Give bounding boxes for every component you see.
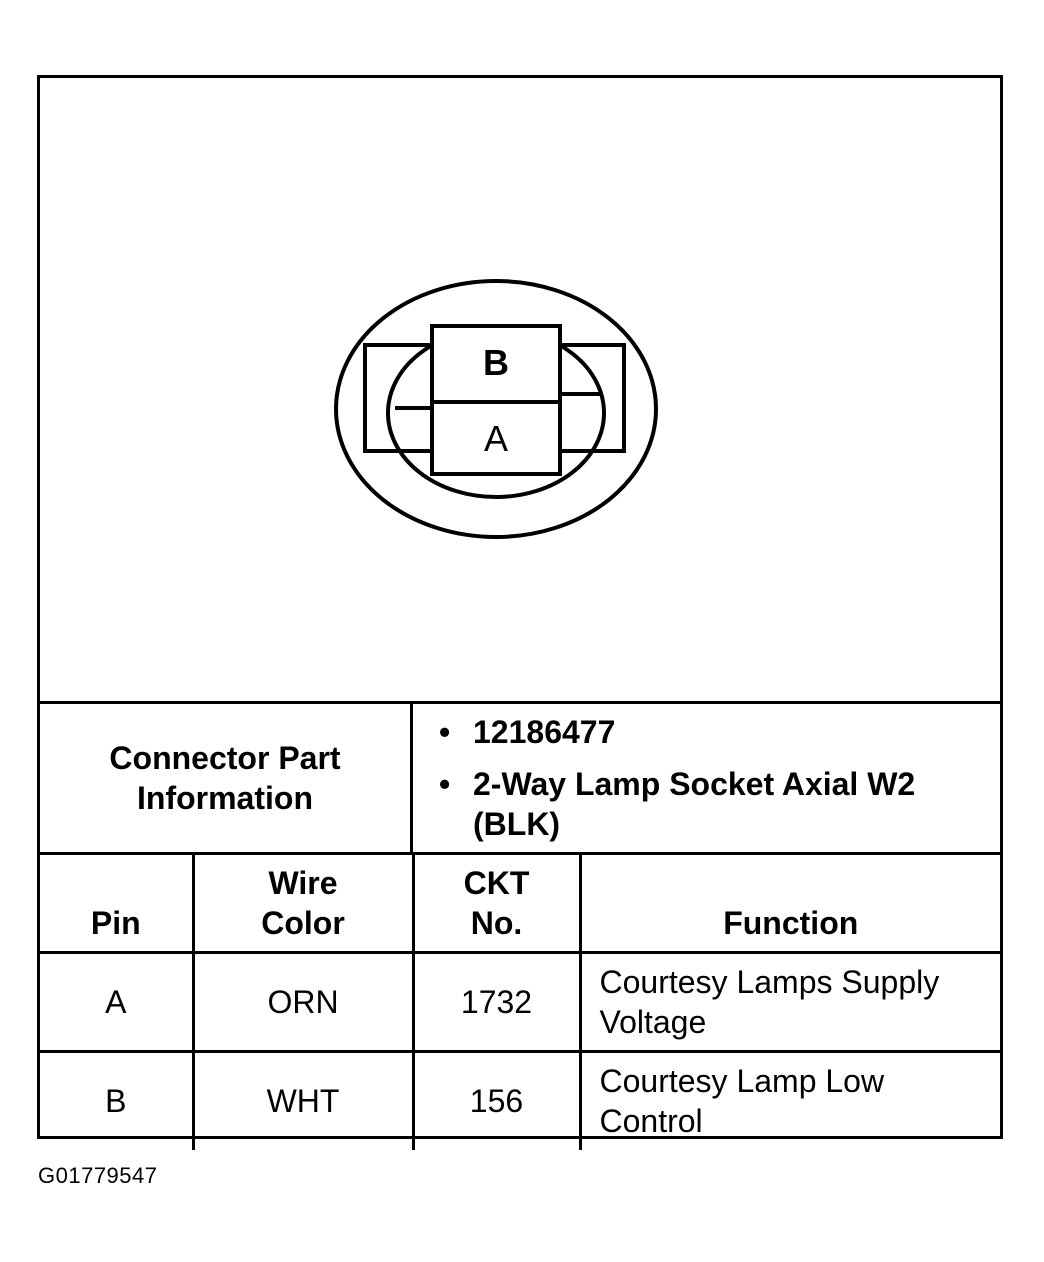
cell-function: Courtesy Lamps Supply Voltage: [580, 952, 1000, 1053]
connector-face-drawing: B A: [334, 279, 658, 539]
cell-function: Courtesy Lamp Low Control: [599, 1063, 885, 1140]
part-description: 2-Way Lamp Socket Axial W2 (BLK): [473, 766, 916, 842]
header-wire-color: Wire Color: [193, 855, 415, 954]
connector-face-view: B A: [40, 78, 1000, 704]
figure-id: G01779547: [38, 1163, 158, 1188]
connector-right-latch: [558, 343, 626, 453]
header-pin: Pin: [40, 855, 195, 954]
connector-diagram-frame: B A Connector Part Information • 1218647…: [37, 75, 1003, 1150]
cell-pin: B: [40, 1051, 195, 1150]
part-number: 12186477: [473, 714, 616, 750]
part-description-item: • 2-Way Lamp Socket Axial W2 (BLK): [439, 764, 973, 844]
header-function: Function: [580, 855, 1000, 954]
connector-part-info-values: • 12186477 • 2-Way Lamp Socket Axial W2 …: [413, 704, 1000, 852]
table-header-row: Pin Wire Color CKT No. Function: [40, 855, 1000, 954]
header-ckt-no: CKT No.: [413, 855, 582, 954]
connector-left-latch: [363, 343, 434, 453]
pin-label-b: B: [483, 342, 509, 383]
pin-label-a: A: [484, 418, 508, 459]
cell-pin: A: [40, 952, 195, 1053]
connector-outer-ring: [334, 279, 658, 539]
bullet-icon: •: [439, 766, 451, 802]
bullet-icon: •: [439, 714, 451, 750]
part-number-item: • 12186477: [439, 712, 973, 752]
cell-ckt-no: 156: [413, 1051, 582, 1150]
cell-ckt-no: 1732: [413, 952, 582, 1053]
connector-part-info-label: Connector Part Information: [109, 740, 341, 816]
table-row: B WHT 156 Courtesy Lamp Low Control: [40, 1051, 1000, 1150]
connector-part-info-row: Connector Part Information • 12186477 • …: [40, 704, 1000, 855]
connector-part-info-label-cell: Connector Part Information: [40, 704, 413, 852]
table-row: A ORN 1732 Courtesy Lamps Supply Voltage: [40, 952, 1000, 1053]
pin-table: Pin Wire Color CKT No. Function A ORN 17…: [40, 855, 1000, 1150]
cell-wire-color: ORN: [193, 952, 415, 1053]
cell-wire-color: WHT: [193, 1051, 415, 1150]
